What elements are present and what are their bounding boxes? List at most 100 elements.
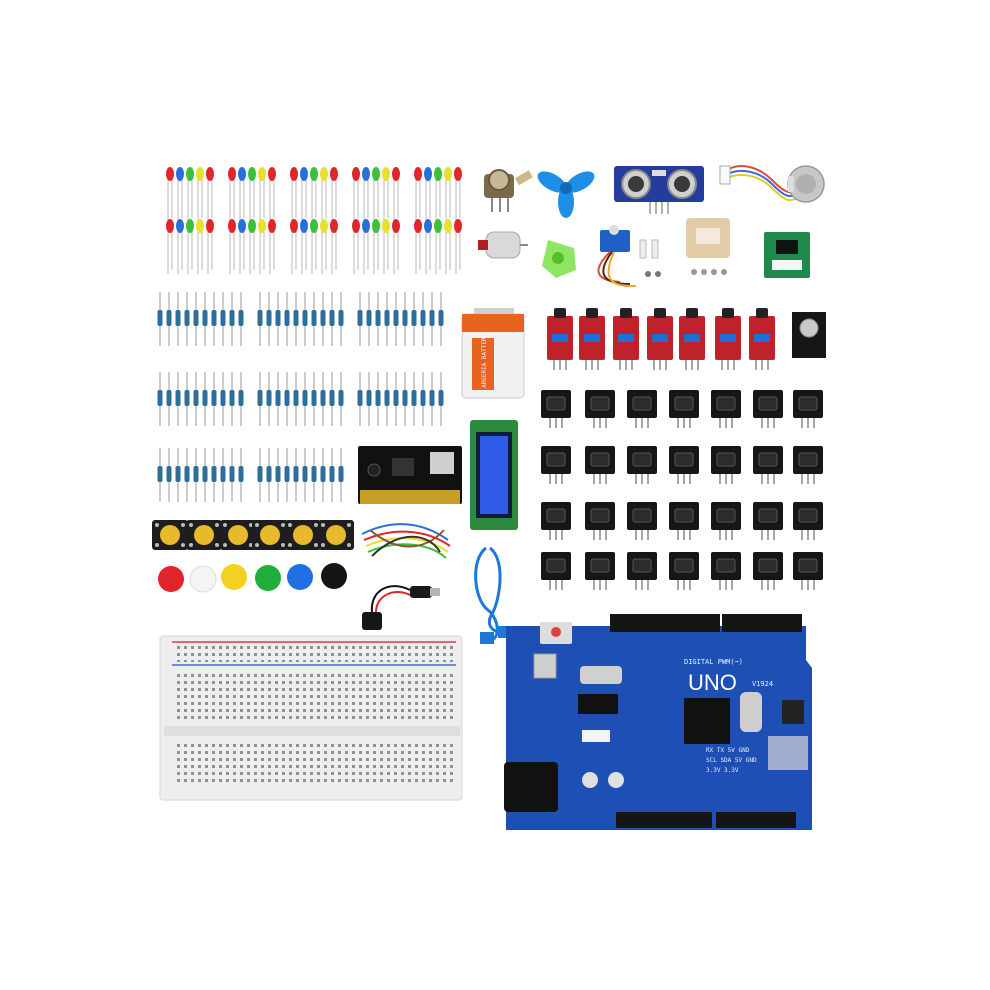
led-leg — [229, 179, 235, 223]
resistor — [229, 291, 235, 347]
black-sensor-module — [626, 551, 658, 591]
rotary-encoder-icon — [792, 312, 826, 358]
led-bulb — [320, 219, 328, 233]
black-sensor-module — [540, 445, 572, 485]
tactile-button — [285, 520, 321, 550]
led-leg — [239, 179, 245, 223]
resistor — [293, 371, 299, 427]
led-leg — [269, 179, 275, 223]
led-bulb — [444, 219, 452, 233]
led-leg — [207, 179, 213, 223]
led-bulb — [362, 167, 370, 181]
led-bulb — [290, 167, 298, 181]
resistor — [275, 447, 281, 503]
board-code-label: V1924 — [752, 680, 773, 688]
resistor — [311, 291, 317, 347]
led-bulb — [238, 219, 246, 233]
resistor — [202, 371, 208, 427]
resistor — [338, 371, 344, 427]
led-bulb — [290, 219, 298, 233]
black-sensor-module — [584, 389, 616, 429]
led-leg — [445, 231, 451, 275]
led-leg — [321, 231, 327, 275]
led-leg — [301, 179, 307, 223]
resistor — [429, 291, 435, 347]
led-leg — [435, 179, 441, 223]
resistor — [257, 291, 263, 347]
resistor — [393, 291, 399, 347]
led-leg — [249, 231, 255, 275]
red-sensor-module — [748, 307, 776, 371]
battery-label: ARGERIA BATTERY — [481, 333, 488, 388]
led-leg — [373, 231, 379, 275]
led-bulb — [372, 219, 380, 233]
led-leg — [363, 231, 369, 275]
resistor — [411, 371, 417, 427]
black-sensor-module — [710, 501, 742, 541]
resistor — [329, 447, 335, 503]
led-leg — [177, 231, 183, 275]
led-bulb — [372, 167, 380, 181]
led-leg — [291, 179, 297, 223]
led-leg — [415, 231, 421, 275]
driver-board-icon — [764, 232, 810, 278]
led-bulb — [248, 167, 256, 181]
black-sensor-module — [668, 501, 700, 541]
led-leg — [229, 231, 235, 275]
resistor — [320, 447, 326, 503]
resistor — [329, 291, 335, 347]
resistor — [229, 447, 235, 503]
red-sensor-module — [546, 307, 574, 371]
led-leg — [331, 179, 337, 223]
led-leg — [353, 231, 359, 275]
led-leg — [167, 179, 173, 223]
red-sensor-modules-icon — [546, 307, 776, 371]
accessory-parts-icon — [639, 239, 661, 277]
black-sensor-module — [710, 551, 742, 591]
black-sensor-module — [540, 501, 572, 541]
led-leg — [197, 179, 203, 223]
led-bulb — [300, 219, 308, 233]
led-leg — [363, 179, 369, 223]
led-bulb — [434, 219, 442, 233]
led-bulb — [268, 219, 276, 233]
resistor — [184, 447, 190, 503]
led-bulb — [166, 219, 174, 233]
resistor — [220, 447, 226, 503]
tactile-button — [152, 520, 188, 550]
led-leg — [301, 231, 307, 275]
led-bulb — [362, 219, 370, 233]
dc-motor-icon — [478, 231, 528, 259]
led-bulb — [300, 167, 308, 181]
resistor — [293, 447, 299, 503]
led-leg — [167, 231, 173, 275]
led-leg — [311, 179, 317, 223]
led-bulb — [352, 167, 360, 181]
resistor — [175, 371, 181, 427]
led-leg — [187, 231, 193, 275]
black-sensor-module — [792, 389, 824, 429]
led-set-icon — [166, 167, 462, 275]
black-sensor-module — [792, 501, 824, 541]
led-leg — [177, 179, 183, 223]
led-leg — [321, 179, 327, 223]
black-sensor-module — [540, 389, 572, 429]
resistor — [202, 447, 208, 503]
led-leg — [393, 179, 399, 223]
led-bulb — [228, 167, 236, 181]
black-sensor-module — [584, 501, 616, 541]
resistor — [193, 371, 199, 427]
led-bulb — [382, 167, 390, 181]
potentiometer-icon — [484, 169, 533, 212]
resistor — [311, 371, 317, 427]
resistor — [338, 447, 344, 503]
resistor — [302, 447, 308, 503]
black-sensor-module — [668, 551, 700, 591]
led-leg — [383, 179, 389, 223]
led-leg — [383, 231, 389, 275]
servo-motor-icon — [597, 225, 637, 288]
resistor — [275, 291, 281, 347]
stepper-motor-icon — [719, 165, 825, 203]
resistor — [384, 371, 390, 427]
resistor — [357, 291, 363, 347]
